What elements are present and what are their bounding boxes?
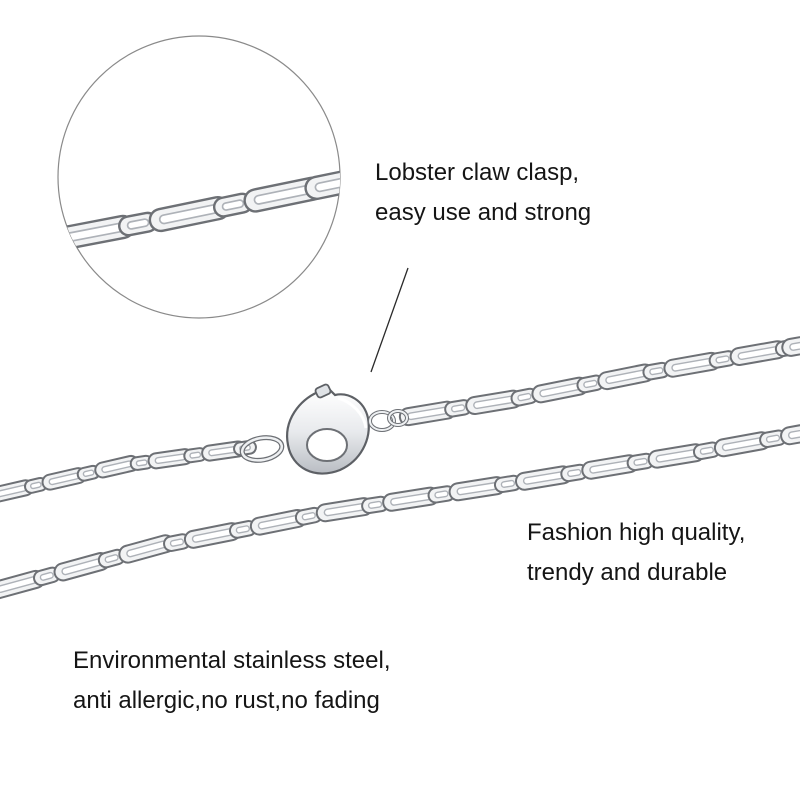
chain-link — [780, 419, 800, 446]
chain-link — [576, 374, 605, 394]
zoom-detail — [57, 35, 341, 319]
caption-steel-line2: anti allergic,no rust,no fading — [73, 687, 380, 714]
chain-link — [118, 211, 159, 237]
chain-link — [493, 474, 522, 494]
chain-link — [304, 163, 340, 201]
caption-clasp-line2: easy use and strong — [375, 199, 592, 226]
chain-link — [759, 429, 787, 448]
caption-clasp-line1: Lobster claw clasp, — [375, 159, 580, 186]
chain-link — [663, 351, 721, 378]
chain-link — [560, 463, 589, 483]
chain-link — [294, 506, 323, 526]
chain-link — [448, 476, 507, 502]
zoomed-chain-links — [58, 163, 340, 251]
caption-clasp: Lobster claw clasp, easy use and strong — [375, 153, 591, 233]
chain-link — [183, 447, 208, 464]
chain-link — [581, 454, 639, 480]
lobster-claw-clasp-icon — [239, 383, 409, 475]
zoom-circle — [57, 35, 341, 319]
caption-steel: Environmental stainless steel, anti alle… — [73, 641, 390, 721]
caption-quality: Fashion high quality, trendy and durable — [527, 513, 745, 593]
chain-link — [729, 340, 788, 367]
chain-strands — [0, 331, 800, 600]
caption-steel-line1: Environmental stainless steel, — [73, 647, 391, 674]
chain-link — [361, 495, 389, 515]
chain-link — [642, 361, 671, 381]
caption-quality-line1: Fashion high quality, — [527, 519, 746, 546]
pointer-line — [370, 267, 409, 373]
chain-link — [626, 452, 655, 472]
chain-link — [781, 331, 800, 357]
caption-quality-line2: trendy and durable — [527, 559, 728, 586]
chain-link — [33, 566, 61, 587]
